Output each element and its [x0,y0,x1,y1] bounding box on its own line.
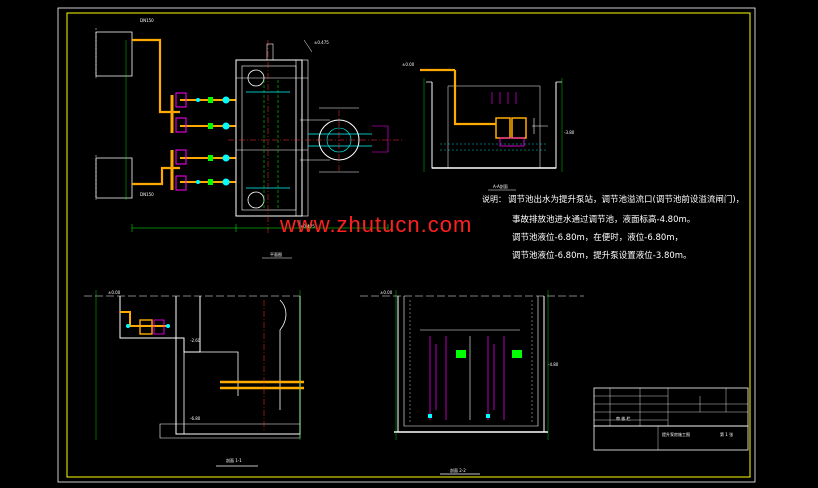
notes-line-2: 事故排放池进水通过调节池，液面标高-4.80m。 [512,214,695,225]
notes-line-1: 调节池出水为提升泵站，调节池溢流口(调节池前设溢流闸门)， [508,194,744,205]
section-1-view: ±0.00 -2.60 -6.80 剖面 1-1 [84,290,304,467]
notes-line-4: 调节池液位-6.80m，提升泵设置液位-3.80m。 [512,250,692,261]
svg-text:-3.80: -3.80 [564,130,575,135]
svg-text:±0.475: ±0.475 [314,40,329,45]
svg-text:±0.00: ±0.00 [402,62,415,67]
section-1-title: 剖面 1-1 [226,457,242,463]
section-2-view: ±0.00 -4.80 剖面 2-2 [360,290,584,475]
section-a-title: A-A剖面 [493,183,508,189]
svg-text:±0.475: ±0.475 [300,224,315,229]
svg-text:-6.80: -6.80 [190,416,201,421]
notes-line-3: 调节池液位-6.80m，在便时，液位-6.80m， [512,232,683,243]
svg-text:DN150: DN150 [140,192,154,197]
plan-view: ±0.475 ±0.475 DN150 DN150 平面图 [95,18,402,259]
svg-text:DN150: DN150 [140,18,154,23]
svg-text:-2.60: -2.60 [190,338,201,343]
section-a-view: ±0.00 -3.80 A-A剖面 [402,62,575,191]
svg-text:±0.00: ±0.00 [108,290,121,295]
svg-text:-4.80: -4.80 [548,362,559,367]
plan-view-title: 平面图 [270,251,282,257]
section-2-title: 剖面 2-2 [450,467,466,473]
outer-border [57,7,756,483]
title-block: 提升泵房施工图 第 1 张 审 核 栏 [593,387,749,451]
design-notes: 说明： 调节池出水为提升泵站，调节池溢流口(调节池前设溢流闸门)， 事故排放池进… [482,194,744,261]
svg-text:审 核 栏: 审 核 栏 [616,415,631,421]
title-block-name: 提升泵房施工图 [662,431,690,437]
notes-title: 说明： [482,194,506,204]
svg-text:±0.00: ±0.00 [380,290,393,295]
title-block-sheet: 第 1 张 [720,431,733,437]
drawing-frame [66,12,751,478]
watermark-text: www.zhutucn.com [279,212,472,237]
